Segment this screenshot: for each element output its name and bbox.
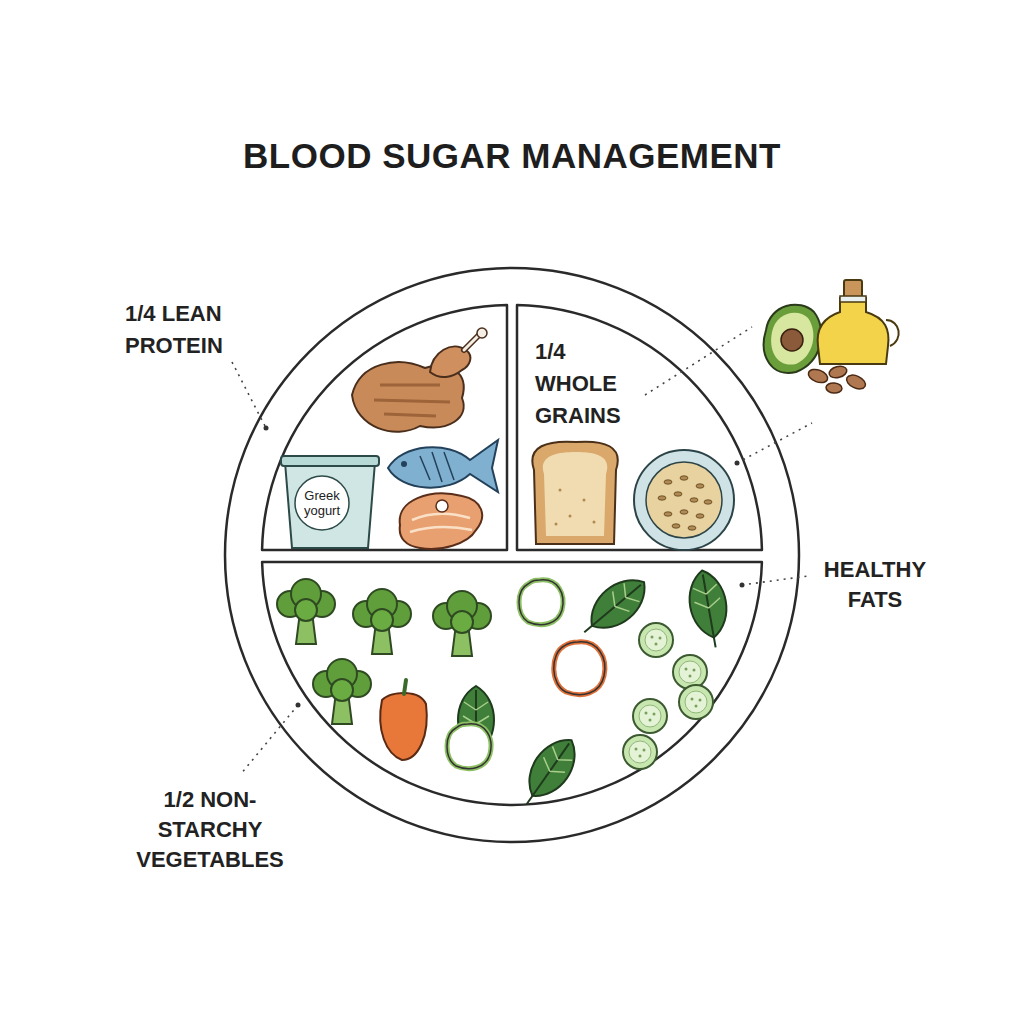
illustration-part <box>400 494 482 549</box>
illustration-part <box>623 735 657 769</box>
diagram-title: BLOOD SUGAR MANAGEMENT <box>0 136 1024 176</box>
illustration-part <box>554 642 605 695</box>
illustration-part <box>680 476 688 480</box>
illustration-part <box>646 462 722 538</box>
illustration-part <box>433 591 491 656</box>
illustration-part <box>410 514 472 532</box>
illustration-part <box>688 526 696 530</box>
illustration-part <box>684 567 733 650</box>
illustration-part <box>281 456 379 466</box>
illustration-part <box>296 703 301 708</box>
illustration-part <box>353 589 411 654</box>
illustration-part <box>639 623 673 657</box>
illustration-part <box>232 362 266 428</box>
illustration-part <box>559 489 562 492</box>
illustration-part <box>680 510 688 514</box>
illustration-part <box>225 268 799 842</box>
illustration-part <box>664 480 672 484</box>
illustration-part <box>886 320 899 346</box>
illustration-part <box>593 521 596 524</box>
illustration-part <box>634 450 734 550</box>
illustration-part <box>781 329 803 351</box>
illustration-part <box>704 500 712 504</box>
illustration-part <box>264 426 269 431</box>
illustration-part <box>664 512 672 516</box>
illustration-part <box>374 385 450 416</box>
illustration-part <box>380 693 427 760</box>
illustration-part <box>633 699 667 733</box>
illustration-part <box>262 562 762 805</box>
cup-label: Greek yogurt <box>294 488 350 518</box>
illustration-part <box>277 579 335 644</box>
illustration-part <box>262 305 507 550</box>
illustration-part <box>519 580 563 625</box>
plate <box>225 268 799 842</box>
illustration-part <box>826 382 843 393</box>
callout-label: HEALTHY FATS <box>805 555 945 615</box>
fat-foods <box>764 280 899 394</box>
illustration-part <box>404 680 406 694</box>
illustration-part <box>543 452 607 536</box>
illustration-part <box>477 328 487 338</box>
illustration-part <box>401 461 407 467</box>
illustration-part <box>807 367 830 385</box>
section-label: 1/4 WHOLE GRAINS <box>535 336 635 432</box>
illustration-part <box>818 298 889 364</box>
illustration-part <box>436 500 448 512</box>
illustration-part <box>696 514 704 518</box>
illustration-part <box>771 313 813 365</box>
illustration-part <box>690 498 698 502</box>
illustration-part <box>517 305 762 550</box>
vegetables <box>277 567 733 814</box>
illustration-part <box>737 423 812 463</box>
protein-foods <box>281 328 498 549</box>
leader-lines <box>232 327 812 775</box>
illustration-part <box>672 524 680 528</box>
leader-dots <box>264 426 745 708</box>
section-label: 1/4 LEAN PROTEIN <box>125 298 255 362</box>
illustration-part <box>742 576 808 585</box>
grain-foods <box>532 442 734 550</box>
illustration-part <box>674 492 682 496</box>
illustration-part <box>464 336 478 350</box>
illustration-part <box>295 476 349 530</box>
illustration-part <box>735 461 740 466</box>
illustration-part <box>673 655 707 689</box>
illustration-part <box>679 685 713 719</box>
illustration-part <box>740 583 745 588</box>
illustration-part <box>828 364 848 379</box>
illustration-part <box>844 372 867 391</box>
illustration-part <box>555 523 558 526</box>
illustration-part <box>240 705 298 775</box>
illustration-part <box>532 442 617 544</box>
illustration-part <box>569 515 572 518</box>
illustration-part <box>645 327 752 395</box>
illustration-part <box>285 462 375 548</box>
illustration-part <box>583 499 586 502</box>
illustration-part <box>388 440 498 492</box>
illustration-part <box>420 452 454 482</box>
section-label: 1/2 NON-STARCHY VEGETABLES <box>120 785 300 875</box>
illustration-part <box>840 296 866 302</box>
illustration-part <box>464 336 478 350</box>
illustration-part <box>658 496 666 500</box>
illustration-part <box>658 476 712 530</box>
illustration-part <box>447 724 491 769</box>
illustration-part <box>696 484 704 488</box>
illustration-part <box>313 659 371 724</box>
illustration-part <box>512 730 586 815</box>
illustration-part <box>764 305 822 373</box>
